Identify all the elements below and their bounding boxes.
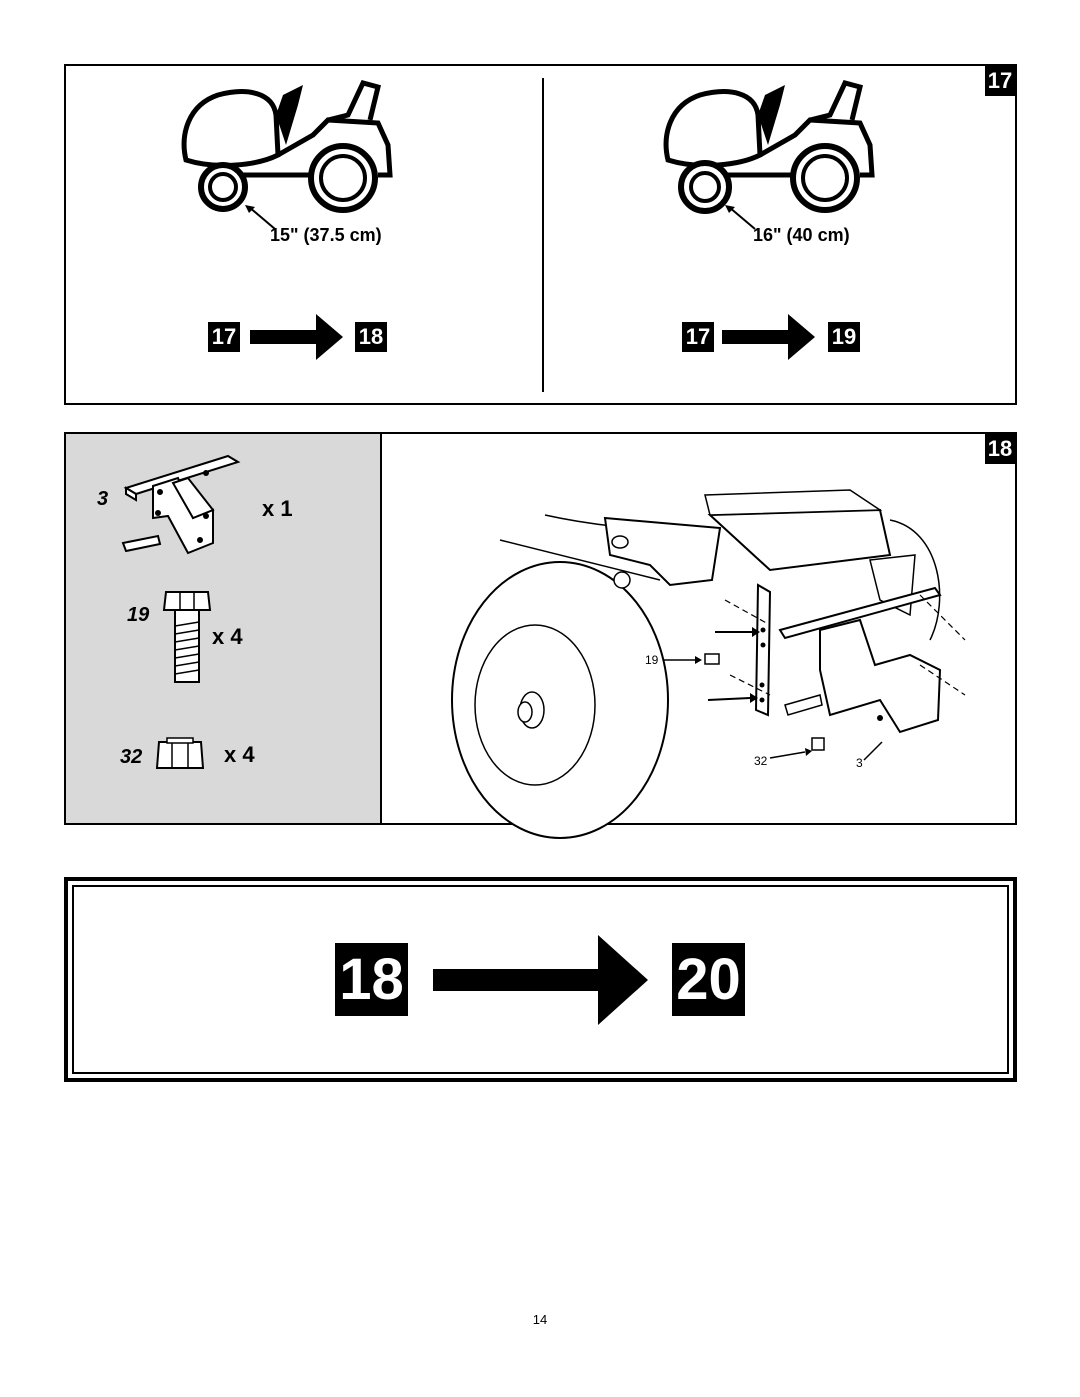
callout-bracket-3: 3: [856, 756, 863, 770]
wheel-size-16-label: 16" (40 cm): [753, 225, 850, 245]
arrow-right-icon: [250, 314, 343, 360]
from-step-badge-large: 18: [335, 943, 408, 1016]
wheel-pointer-arrow: [725, 205, 756, 230]
tractor-16in-icon: [663, 80, 875, 214]
part-32-ref: 32: [120, 746, 143, 768]
mounting-bracket-icon: [121, 454, 241, 555]
bracket-assembly-illustration: [451, 489, 966, 839]
part-3-ref: 3: [97, 488, 109, 510]
to-step-badge[interactable]: 18: [355, 322, 387, 352]
part-3-quantity: x 1: [262, 496, 293, 521]
step-18-badge: 18: [985, 434, 1015, 464]
parts-list-panel: [66, 434, 382, 823]
page-number: 14: [532, 1312, 548, 1327]
arrow-right-icon: [722, 314, 815, 360]
callout-nut-32: 32: [754, 754, 768, 768]
wheel-pointer-arrow: [245, 205, 276, 230]
wheel-size-15-label: 15" (37.5 cm): [270, 225, 382, 245]
navigation-panel: [64, 877, 1017, 1082]
arrow-right-large-icon: [433, 935, 648, 1025]
to-step-badge-large[interactable]: 20: [672, 943, 745, 1016]
navigation-panel-inner: [72, 885, 1009, 1074]
part-19-quantity: x 4: [212, 624, 243, 649]
callout-bolt-19: 19: [645, 653, 659, 667]
to-step-badge[interactable]: 19: [828, 322, 860, 352]
part-32-quantity: x 4: [224, 742, 255, 767]
from-step-badge: 17: [208, 322, 240, 352]
part-19-ref: 19: [127, 604, 150, 626]
hex-nut-icon: [155, 737, 205, 769]
panel-divider: [542, 78, 544, 392]
step-17-badge: 17: [985, 66, 1015, 96]
tractor-15in-icon: [181, 80, 393, 213]
step-17-panel: [64, 64, 1017, 405]
from-step-badge: 17: [682, 322, 714, 352]
hex-bolt-icon: [162, 591, 212, 683]
